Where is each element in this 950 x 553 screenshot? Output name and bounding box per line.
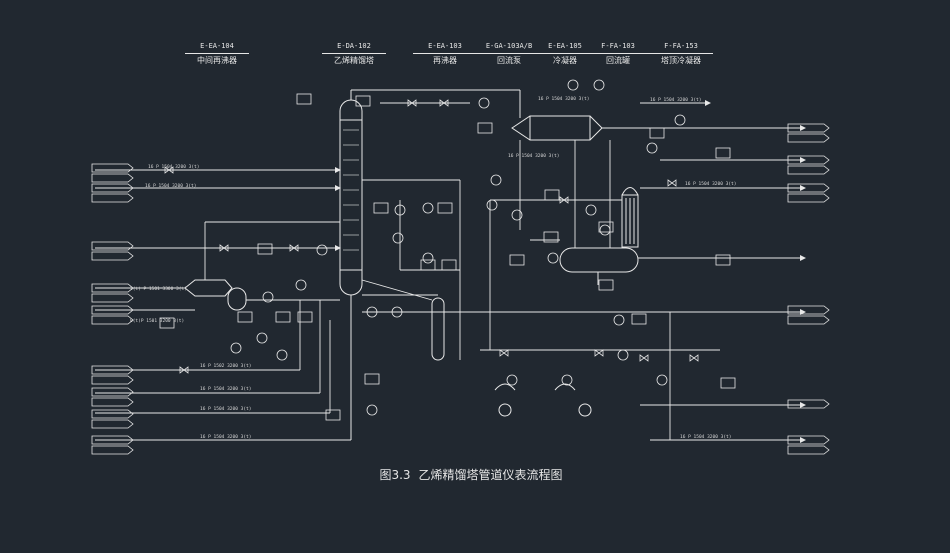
equipment-label-4: E-EA-105 冷凝器 (525, 42, 605, 66)
equipment-name: 中间再沸器 (197, 56, 237, 65)
condenser-e-ea-105 (511, 115, 603, 141)
svg-text:16 P 1504 3200 3(t): 16 P 1504 3200 3(t) (538, 96, 589, 102)
overhead-condenser (621, 187, 639, 248)
svg-text:16 P 1504 3200 3(t): 16 P 1504 3200 3(t) (200, 386, 251, 392)
intermediate-reboiler (184, 279, 247, 311)
ethylene-fractionator-column (339, 90, 363, 440)
equipment-code: E-EA-104 (200, 42, 234, 50)
equipment-code: E-EA-105 (548, 42, 582, 50)
svg-text:16 P 1504 3200 3(t): 16 P 1504 3200 3(t) (685, 181, 736, 187)
svg-text:16 P 1504 3200 3(t): 16 P 1504 3200 3(t) (200, 406, 251, 412)
equipment-name: 乙烯精馏塔 (334, 56, 374, 65)
svg-text:16 P 1504 3200 3(t): 16 P 1504 3200 3(t) (650, 97, 701, 103)
instrument-bubbles (230, 79, 686, 416)
divider (586, 53, 650, 54)
svg-text:16 P 1504 3200 3(t): 16 P 1504 3200 3(t) (508, 153, 559, 159)
divider (413, 53, 477, 54)
instrument-boxes (159, 93, 736, 421)
reboiler (431, 297, 445, 361)
figure-number: 图3.3 (379, 468, 411, 482)
reflux-pumps (494, 383, 592, 417)
svg-text:16 P 1504 3200 3(t): 16 P 1504 3200 3(t) (145, 183, 196, 189)
equipment-label-2: E-EA-103 再沸器 (405, 42, 485, 66)
equipment-name: 冷凝器 (553, 56, 577, 65)
right-connector-tags (787, 123, 830, 455)
equipment-name: 回流泵 (497, 56, 521, 65)
divider (533, 53, 597, 54)
equipment-name: 回流罐 (606, 56, 630, 65)
equipment-label-1: E-DA-102 乙烯精馏塔 (314, 42, 394, 66)
svg-text:3(t) P 1501 3300 3(t): 3(t) P 1501 3300 3(t) (130, 286, 187, 292)
divider (322, 53, 386, 54)
divider (477, 53, 541, 54)
svg-text:0(t)P 1501 3200 3(t): 0(t)P 1501 3200 3(t) (130, 318, 184, 324)
left-connector-tags (91, 163, 134, 455)
equipment-label-5: F-FA-103 回流罐 (578, 42, 658, 66)
equipment-label-6: F-FA-153 塔顶冷凝器 (641, 42, 721, 66)
figure-title: 乙烯精馏塔管道仪表流程图 (418, 468, 563, 482)
equipment-code: F-FA-103 (601, 42, 635, 50)
reflux-drum (559, 247, 639, 285)
equipment-code: E-EA-103 (428, 42, 462, 50)
equipment-label-3: E-GA-103A/B 回流泵 (469, 42, 549, 66)
equipment-code: F-FA-153 (664, 42, 698, 50)
valves (164, 99, 699, 374)
equipment-code: E-DA-102 (337, 42, 371, 50)
equipment-name: 再沸器 (433, 56, 457, 65)
equipment-code: E-GA-103A/B (485, 42, 533, 50)
figure-caption: 图3.3 乙烯精馏塔管道仪表流程图 (0, 466, 950, 483)
svg-text:16 P 1504 3200 3(t): 16 P 1504 3200 3(t) (200, 434, 251, 440)
equipment-name: 塔顶冷凝器 (661, 56, 701, 65)
divider (649, 53, 713, 54)
svg-text:16 P 1504 3200 3(t): 16 P 1504 3200 3(t) (148, 164, 199, 170)
svg-text:16 P 1502 3200 3(t): 16 P 1502 3200 3(t) (200, 363, 251, 369)
svg-text:16 P 1504 3200 3(t): 16 P 1504 3200 3(t) (680, 434, 731, 440)
equipment-label-0: E-EA-104 中间再沸器 (177, 42, 257, 66)
divider (185, 53, 249, 54)
